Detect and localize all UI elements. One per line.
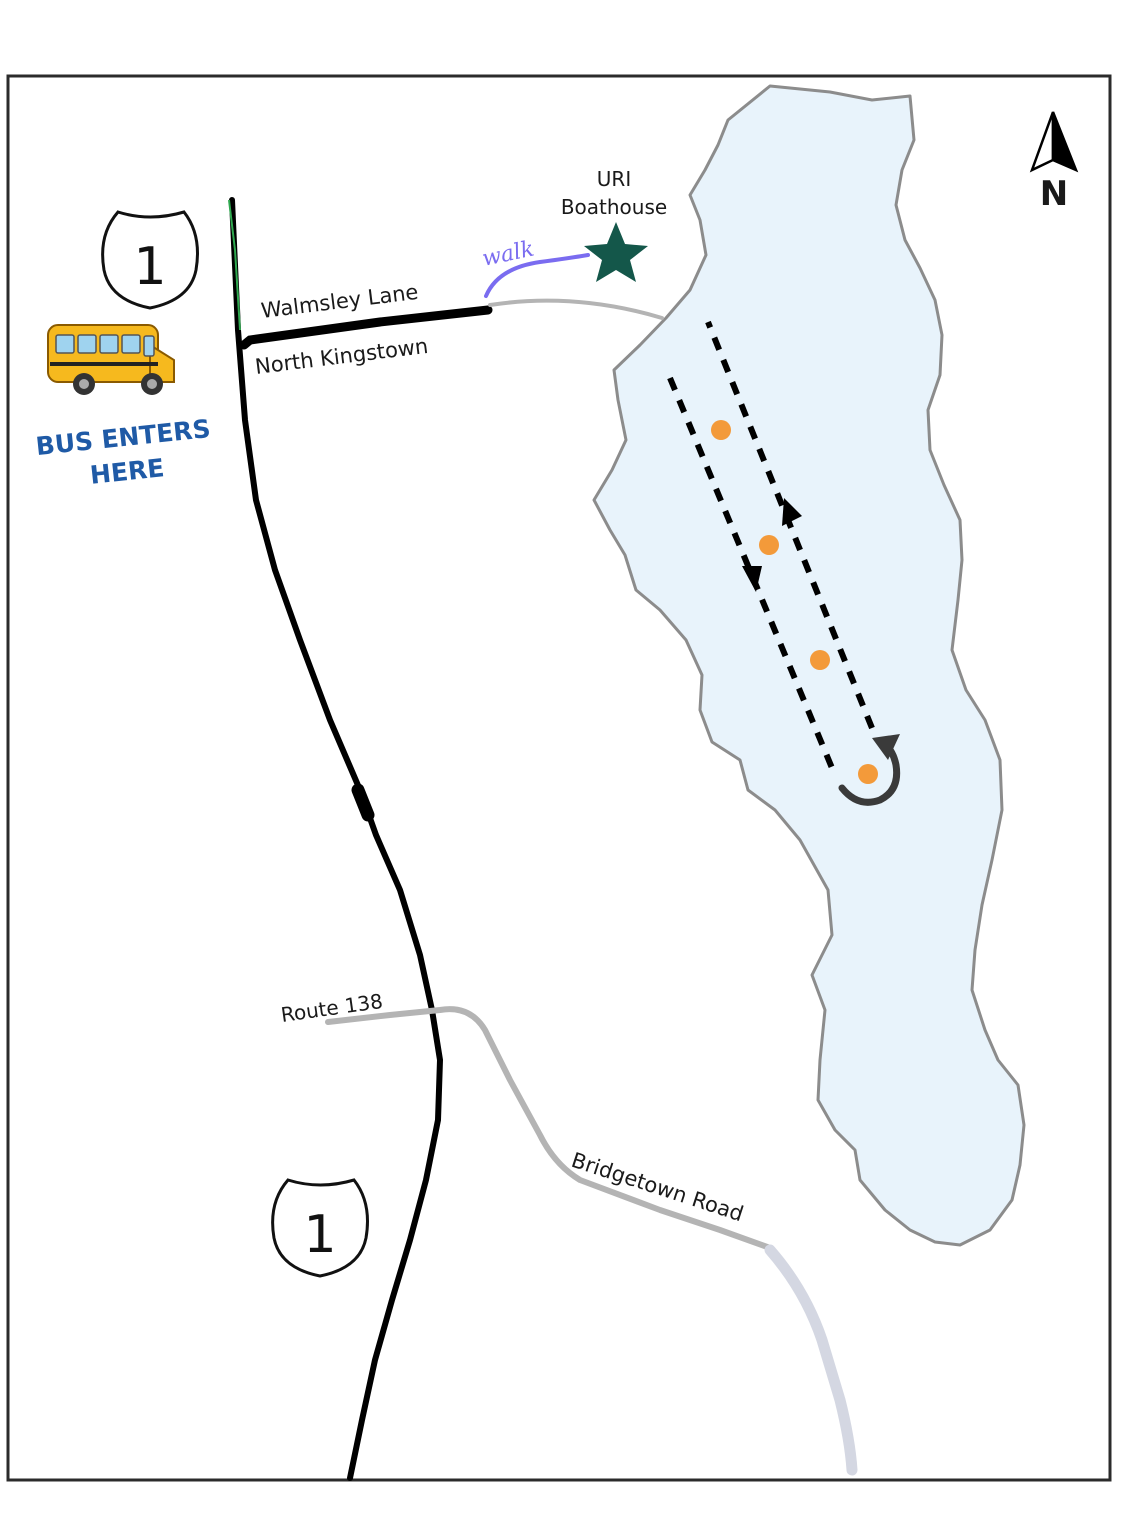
north-label: N [1040, 174, 1068, 214]
buoy [810, 650, 830, 670]
route-1-highway-edge [228, 199, 241, 331]
buoy [858, 764, 878, 784]
walk-path [484, 253, 590, 298]
down-arrow-icon [742, 566, 762, 592]
boathouse-label-line1: URI [597, 167, 631, 191]
walmsley-lane-road [239, 305, 493, 350]
route-1-marker [351, 783, 375, 822]
up-arrow-icon [782, 498, 802, 526]
route-1-shield-south: 1 [271, 1178, 369, 1278]
route-138-road [325, 1006, 773, 1251]
boathouse-label-line2: Boathouse [561, 195, 667, 219]
buoy [759, 535, 779, 555]
route-number: 1 [303, 1205, 336, 1265]
bridgetown-road-extension [764, 1244, 858, 1476]
pond-water [592, 84, 1026, 1247]
rotate-icon [838, 734, 901, 806]
route-1-highway [229, 197, 444, 1481]
race-course-return [705, 320, 875, 730]
star-icon [584, 222, 648, 282]
school-bus-icon [47, 324, 175, 395]
route-number: 1 [133, 237, 166, 297]
boathouse-access-road [488, 298, 664, 320]
buoy [711, 420, 731, 440]
north-arrow-icon [1029, 111, 1079, 173]
route-1-shield-north: 1 [101, 210, 199, 310]
